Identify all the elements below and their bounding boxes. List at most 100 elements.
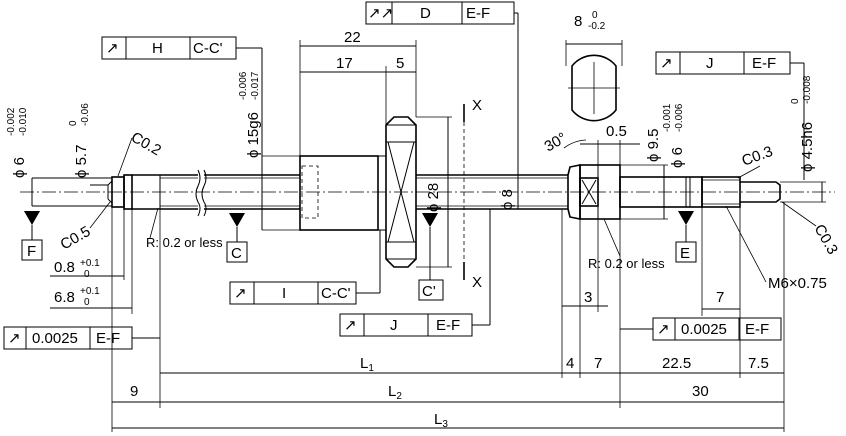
chamfer-c0-3-right: C0.3 [811, 222, 842, 258]
tol-i-symbol: ↗ [234, 285, 247, 302]
datum-c-box [226, 241, 248, 263]
tol-h-symbol: ↗ [106, 40, 119, 57]
dim-phi9-5: ϕ 9.5 [620, 129, 668, 220]
left-journal [107, 174, 133, 210]
chamfer-c0-5: C0.5 [58, 223, 94, 254]
dim-0-5: 0.5 [580, 123, 640, 165]
threaded-end [701, 176, 781, 208]
svg-text:+0.1: +0.1 [80, 286, 100, 297]
tol-runout-right-value: 0.0025 [681, 321, 727, 338]
svg-text:-0.017: -0.017 [250, 71, 261, 100]
dim-L2: L2 [388, 383, 402, 402]
leader-r-left [149, 207, 159, 239]
svg-text:-0.001: -0.001 [662, 103, 673, 132]
tol-j-top-letter: J [706, 55, 714, 72]
tol-i-letter: I [282, 285, 286, 302]
tol-j-bottom-symbol: ↗ [344, 317, 357, 334]
dim-22: 22 [344, 29, 361, 46]
datum-c-triangle [229, 213, 245, 242]
dim-phi8: ϕ 8 [499, 175, 519, 210]
svg-text:ϕ 9.5: ϕ 9.5 [645, 129, 662, 162]
dim-3: 3 [562, 219, 608, 320]
dim-5: 5 [396, 55, 404, 72]
dim-phi5-7: ϕ 5.7 0 -0.06 [68, 103, 108, 186]
bottom-dimension-chain [111, 202, 785, 432]
svg-text:0: 0 [790, 98, 801, 104]
tol-frame-i [229, 230, 381, 305]
tol-j-bottom-ref: E-F [436, 317, 460, 334]
tol-frame-d [365, 1, 519, 175]
svg-text:-0.06: -0.06 [80, 103, 91, 126]
svg-text:ϕ 5.7: ϕ 5.7 [73, 145, 90, 178]
leader-r-right [603, 218, 621, 257]
dim-8-tol-upper: 0 [592, 10, 598, 21]
dim-7-5: 7.5 [748, 355, 769, 372]
dim-22-5: 22.5 [662, 355, 691, 372]
tol-frame-h [101, 36, 263, 156]
datum-c-label: C [231, 245, 242, 262]
dim-7-thread: 7 [701, 202, 741, 316]
tol-frame-j-bottom [339, 209, 491, 337]
tol-d-symbol: ↗↗ [368, 5, 393, 22]
datum-c-prime-box [418, 279, 444, 301]
svg-text:-0.006: -0.006 [238, 71, 249, 100]
svg-text:ϕ 6: ϕ 6 [669, 147, 686, 168]
tol-j-bottom-letter: J [390, 317, 398, 334]
tol-j-top-symbol: ↗ [660, 55, 673, 72]
datum-e-triangle [678, 211, 694, 242]
dim-6-8: 6.8 +0.1 0 [50, 209, 133, 314]
dim-9: 9 [130, 383, 138, 400]
angle-arc [563, 139, 587, 149]
leader-c0-2 [117, 137, 133, 177]
svg-text:-0.008: -0.008 [802, 75, 813, 104]
svg-text:-0.006: -0.006 [674, 103, 685, 132]
radius-right: R: 0.2 or less [588, 256, 665, 271]
svg-text:3: 3 [584, 289, 592, 306]
dim-L1: L1 [360, 355, 374, 374]
tol-d-ref: E-F [466, 5, 490, 22]
svg-text:ϕ 8: ϕ 8 [499, 189, 516, 210]
dim-lines-nut-top [299, 40, 417, 156]
dim-8-tol-lower: -0.2 [588, 21, 606, 32]
dim-0-8: 0.8 +0.1 0 [50, 207, 125, 314]
tol-frame-runout-left [3, 326, 160, 350]
tol-runout-left-value: 0.0025 [32, 330, 78, 347]
tol-runout-left-symbol: ↗ [8, 330, 21, 347]
tol-runout-left-ref: E-F [96, 330, 120, 347]
datum-c-prime-label: C' [422, 283, 436, 300]
radius-left: R: 0.2 or less [146, 235, 223, 250]
tol-runout-right-ref: E-F [745, 321, 769, 338]
datum-c-prime-triangle [422, 213, 438, 280]
tol-j-top-ref: E-F [752, 55, 776, 72]
svg-text:ϕ 6: ϕ 6 [11, 157, 28, 178]
dim-8: 8 [574, 13, 582, 30]
section-label-x-top: X [472, 97, 482, 114]
svg-text:ϕ 28: ϕ 28 [425, 183, 442, 212]
svg-text:0: 0 [84, 269, 90, 280]
datum-e-box [675, 241, 697, 263]
screw-shaft-right [416, 174, 568, 210]
svg-text:6.8: 6.8 [54, 289, 75, 306]
dim-4: 4 [566, 355, 574, 372]
datum-f-triangle [24, 211, 40, 240]
tol-frame-runout-right [620, 317, 782, 341]
dim-phi28: ϕ 28 [416, 116, 452, 268]
svg-text:ϕ 4.5h6: ϕ 4.5h6 [799, 122, 816, 172]
svg-text:+0.1: +0.1 [80, 258, 100, 269]
nut-flange [385, 116, 417, 268]
leader-thread [725, 205, 767, 283]
dim-7: 7 [594, 355, 602, 372]
dim-phi6-right: ϕ 6 -0.001 -0.006 [662, 103, 691, 207]
dim-L3: L3 [434, 411, 448, 430]
leader-c0-3-right [781, 201, 817, 227]
section-label-x-bottom: X [472, 274, 482, 291]
svg-text:0.8: 0.8 [54, 259, 75, 276]
tol-d-letter: D [420, 5, 431, 22]
datum-f-box [21, 239, 43, 261]
section-view [565, 40, 623, 122]
datum-f-label: F [27, 243, 36, 260]
dim-phi15: ϕ 15g6 -0.006 -0.017 [238, 71, 300, 231]
screw-shaft-left [132, 169, 300, 217]
tol-i-ref: C-C' [321, 285, 351, 302]
thread-m6: M6×0.75 [768, 275, 827, 292]
